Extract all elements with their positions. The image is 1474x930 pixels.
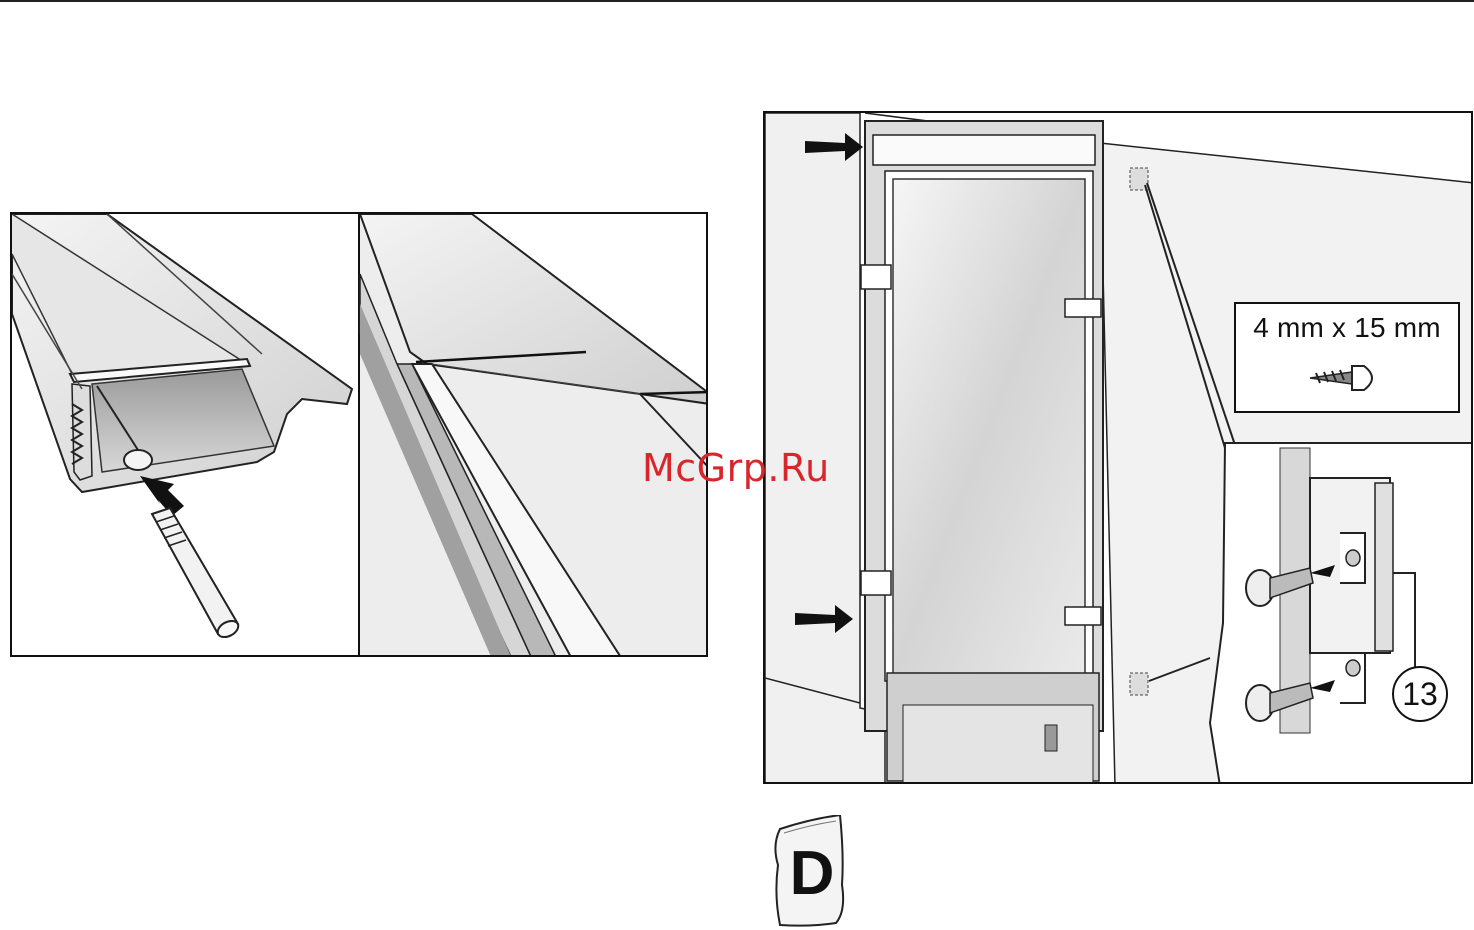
screw-icon [1302, 358, 1392, 398]
seal-strip-illustration [12, 214, 708, 657]
screw-size-label: 4 mm x 15 mm [1236, 312, 1458, 344]
installation-figure-panel: 4 mm x 15 mm 13 [763, 111, 1473, 784]
parts-bag-letter: D [782, 838, 842, 909]
screw-spec-box: 4 mm x 15 mm [1234, 302, 1460, 413]
installation-illustration [765, 113, 1473, 784]
seal-fitted-illustration [360, 214, 708, 657]
top-rule [0, 0, 1474, 2]
seal-profile-illustration [12, 214, 352, 640]
callout-number: 13 [1392, 666, 1448, 722]
seal-strip-figure-panel [10, 212, 708, 657]
watermark-text: McGrp.Ru [642, 446, 830, 490]
